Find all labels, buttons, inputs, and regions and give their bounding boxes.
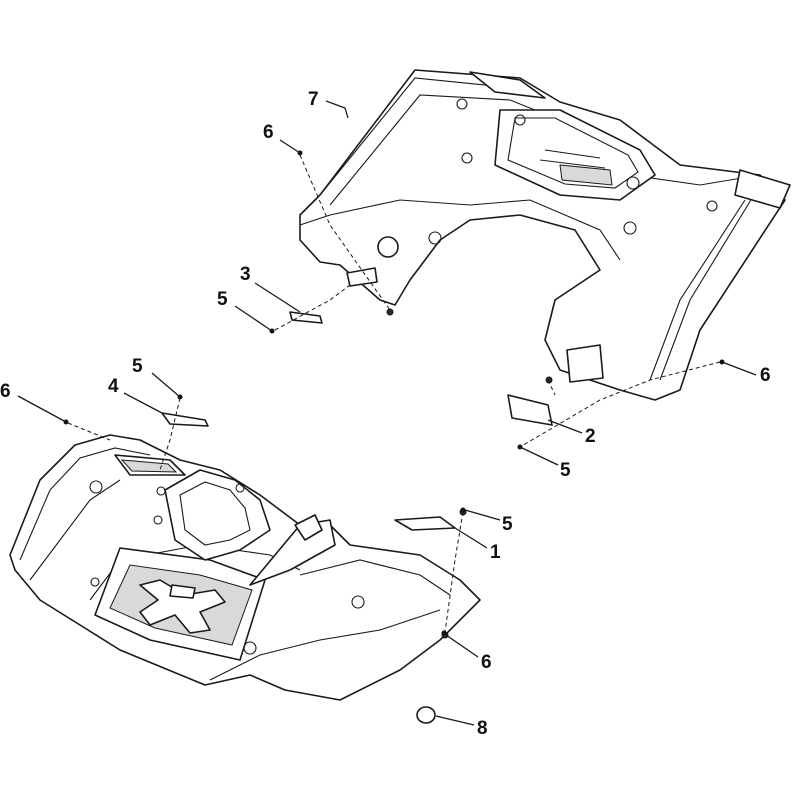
front-fender <box>9 434 481 701</box>
callout-labels: 7 6 3 5 5 4 6 6 2 5 5 1 6 8 <box>0 89 771 739</box>
callout-5-upper-left: 5 <box>217 289 228 310</box>
callout-6-right: 6 <box>760 365 771 386</box>
callout-5-right: 5 <box>560 460 571 481</box>
o-ring-part-8 <box>416 706 436 724</box>
callout-6-left: 6 <box>0 381 11 402</box>
rear-fender <box>299 69 791 401</box>
callout-6-bottom: 6 <box>481 652 492 673</box>
decal-part-3 <box>289 311 323 324</box>
decal-part-1 <box>394 516 456 531</box>
callout-2: 2 <box>585 426 596 447</box>
callout-6-top: 6 <box>263 122 274 143</box>
callout-7: 7 <box>308 89 319 110</box>
leader-lines <box>17 100 757 726</box>
callout-1: 1 <box>490 542 501 563</box>
decal-part-2 <box>507 394 553 426</box>
callout-3: 3 <box>240 264 251 285</box>
callout-4: 4 <box>108 376 119 397</box>
callout-5-lower: 5 <box>502 514 513 535</box>
callout-5-left: 5 <box>132 356 143 377</box>
decal-part-4 <box>161 412 209 427</box>
callout-8: 8 <box>477 718 488 739</box>
assembly-lines <box>67 154 721 633</box>
